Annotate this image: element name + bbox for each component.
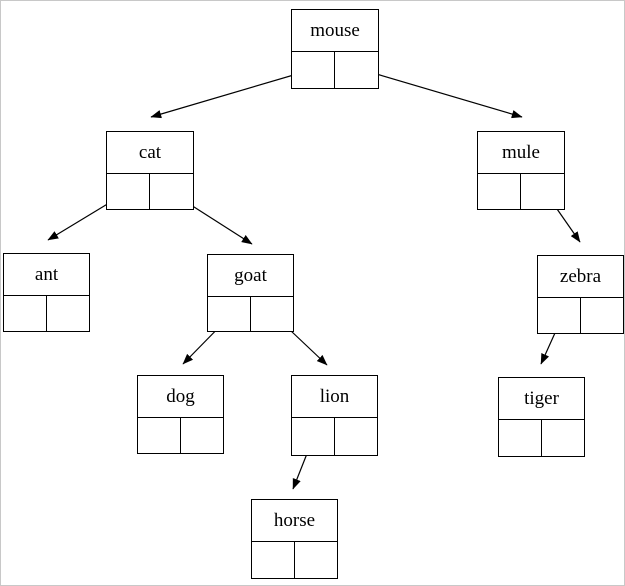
edge-arrow-mouse-to-mule bbox=[355, 67, 523, 119]
node-pointers-zebra bbox=[538, 298, 623, 333]
node-label-cat: cat bbox=[107, 132, 193, 174]
right-pointer-cell-zebra[interactable] bbox=[581, 298, 624, 333]
tree-node-ant[interactable]: ant bbox=[3, 253, 90, 332]
left-pointer-cell-goat[interactable] bbox=[208, 297, 251, 331]
tree-node-mule[interactable]: mule bbox=[477, 131, 565, 210]
left-pointer-cell-ant[interactable] bbox=[4, 296, 47, 331]
node-label-zebra: zebra bbox=[538, 256, 623, 298]
node-label-tiger: tiger bbox=[499, 378, 584, 420]
left-pointer-cell-mouse[interactable] bbox=[292, 52, 335, 88]
node-pointers-horse bbox=[252, 542, 337, 578]
node-pointers-goat bbox=[208, 297, 293, 331]
tree-node-tiger[interactable]: tiger bbox=[498, 377, 585, 457]
right-pointer-cell-dog[interactable] bbox=[181, 418, 224, 453]
tree-node-lion[interactable]: lion bbox=[291, 375, 378, 456]
node-pointers-mule bbox=[478, 174, 564, 209]
right-pointer-cell-mouse[interactable] bbox=[335, 52, 378, 88]
right-pointer-cell-horse[interactable] bbox=[295, 542, 338, 578]
node-label-dog: dog bbox=[138, 376, 223, 418]
right-pointer-cell-cat[interactable] bbox=[150, 174, 193, 209]
node-pointers-cat bbox=[107, 174, 193, 209]
node-label-ant: ant bbox=[4, 254, 89, 296]
left-pointer-cell-zebra[interactable] bbox=[538, 298, 581, 333]
tree-node-horse[interactable]: horse bbox=[251, 499, 338, 579]
left-pointer-cell-dog[interactable] bbox=[138, 418, 181, 453]
tree-node-cat[interactable]: cat bbox=[106, 131, 194, 210]
node-pointers-lion bbox=[292, 418, 377, 455]
right-pointer-cell-goat[interactable] bbox=[251, 297, 294, 331]
right-pointer-cell-lion[interactable] bbox=[335, 418, 378, 455]
right-pointer-cell-tiger[interactable] bbox=[542, 420, 585, 456]
node-label-mule: mule bbox=[478, 132, 564, 174]
left-pointer-cell-lion[interactable] bbox=[292, 418, 335, 455]
edge-arrow-mouse-to-cat bbox=[150, 68, 315, 119]
node-pointers-mouse bbox=[292, 52, 378, 88]
right-pointer-cell-ant[interactable] bbox=[47, 296, 90, 331]
node-label-mouse: mouse bbox=[292, 10, 378, 52]
node-pointers-tiger bbox=[499, 420, 584, 456]
left-pointer-cell-mule[interactable] bbox=[478, 174, 521, 209]
node-pointers-ant bbox=[4, 296, 89, 331]
tree-node-zebra[interactable]: zebra bbox=[537, 255, 624, 334]
node-label-lion: lion bbox=[292, 376, 377, 418]
node-label-horse: horse bbox=[252, 500, 337, 542]
tree-node-dog[interactable]: dog bbox=[137, 375, 224, 454]
left-pointer-cell-horse[interactable] bbox=[252, 542, 295, 578]
tree-node-mouse[interactable]: mouse bbox=[291, 9, 379, 89]
right-pointer-cell-mule[interactable] bbox=[521, 174, 564, 209]
node-pointers-dog bbox=[138, 418, 223, 453]
node-label-goat: goat bbox=[208, 255, 293, 297]
left-pointer-cell-cat[interactable] bbox=[107, 174, 150, 209]
left-pointer-cell-tiger[interactable] bbox=[499, 420, 542, 456]
tree-node-goat[interactable]: goat bbox=[207, 254, 294, 332]
